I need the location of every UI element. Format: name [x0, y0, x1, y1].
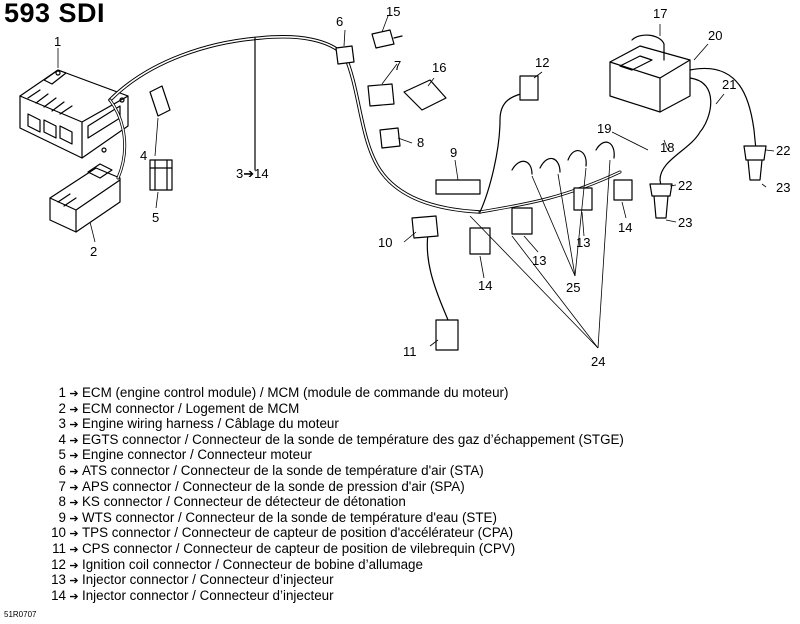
arrow-icon: ➔ [69, 497, 79, 510]
callout-23a: 23 [776, 180, 790, 195]
callout-9: 9 [450, 145, 457, 160]
legend-item: 10➔TPS connector / Connecteur de capteur… [40, 525, 780, 541]
engine-connector-drawing [149, 159, 173, 191]
arrow-icon: ➔ [69, 528, 79, 541]
arrow-icon: ➔ [69, 543, 79, 556]
legend-item-number: 2 [58, 400, 66, 416]
callout-20: 20 [708, 28, 722, 43]
legend-item-text: CPS connector / Connecteur de capteur de… [82, 540, 516, 556]
legend-item: 5➔Engine connector / Connecteur moteur [40, 447, 780, 463]
legend-item: 7➔APS connector / Connecteur de la sonde… [40, 479, 780, 495]
legend-item-number: 9 [58, 509, 66, 525]
legend-item-number: 1 [58, 385, 66, 400]
legend-item-text: ECM connector / Logement de MCM [82, 400, 300, 416]
legend-item: 9➔WTS connector / Connecteur de la sonde… [40, 510, 780, 526]
legend-item-text: Engine connector / Connecteur moteur [82, 447, 313, 463]
callout-21: 21 [722, 77, 736, 92]
arrow-icon: ➔ [69, 403, 79, 416]
callout-19: 19 [597, 121, 611, 136]
legend-item-text: WTS connector / Connecteur de la sonde d… [82, 509, 497, 525]
legend-item-text: Injector connector / Connecteur d’inject… [82, 572, 334, 588]
callout-22b: 22 [678, 178, 692, 193]
parts-legend: 1➔ECM (engine control module) / MCM (mod… [40, 385, 780, 603]
legend-item: 2➔ECM connector / Logement de MCM [40, 401, 780, 417]
legend-item-number: 7 [58, 478, 66, 494]
arrow-icon: ➔ [69, 559, 79, 572]
ecm-module-drawing [19, 69, 129, 159]
callout-5: 5 [152, 210, 159, 225]
reference-code: 51R0707 [4, 610, 37, 619]
legend-item-text: ECM (engine control module) / MCM (modul… [82, 385, 509, 400]
arrow-icon: ➔ [69, 388, 79, 400]
callout-15: 15 [386, 4, 400, 19]
callout-17: 17 [653, 6, 667, 21]
legend-item-text: EGTS connector / Connecteur de la sonde … [82, 431, 624, 447]
callout-12: 12 [535, 55, 549, 70]
callout-24: 24 [591, 354, 605, 369]
wiring-harness-diagram: 1 2 3➔14 4 5 6 7 8 9 10 11 12 13 13 14 1… [19, 4, 790, 369]
callout-13a: 13 [532, 253, 546, 268]
legend-item-text: ATS connector / Connecteur de la sonde d… [82, 462, 484, 478]
legend-item: 14➔Injector connector / Connecteur d’inj… [40, 588, 780, 604]
legend-item: 13➔Injector connector / Connecteur d’inj… [40, 572, 780, 588]
callout-4: 4 [140, 148, 147, 163]
callout-18: 18 [660, 140, 674, 155]
callout-16: 16 [432, 60, 446, 75]
legend-item-text: TPS connector / Connecteur de capteur de… [82, 525, 514, 541]
callout-10: 10 [378, 235, 392, 250]
callout-23b: 23 [678, 215, 692, 230]
callout-11: 11 [403, 344, 417, 359]
callout-3-to-14: 3➔14 [236, 166, 269, 181]
callout-2: 2 [90, 244, 97, 259]
legend-item-number: 3 [58, 416, 66, 432]
callout-25: 25 [566, 280, 580, 295]
arrow-icon: ➔ [69, 481, 79, 494]
engine-wiring-harness-drawing [108, 35, 622, 321]
legend-item-number: 13 [51, 572, 66, 588]
legend-item-text: KS connector / Connecteur de détecteur d… [82, 494, 406, 510]
legend-item-number: 6 [58, 462, 66, 478]
legend-item-number: 8 [58, 494, 66, 510]
legend-item: 6➔ATS connector / Connecteur de la sonde… [40, 463, 780, 479]
arrow-icon: ➔ [69, 512, 79, 525]
legend-item-text: Injector connector / Connecteur d’inject… [82, 587, 334, 603]
legend-item: 3➔Engine wiring harness / Câblage du mot… [40, 416, 780, 432]
legend-item-text: Ignition coil connector / Connecteur de … [82, 556, 423, 572]
legend-item-number: 14 [51, 587, 66, 603]
arrow-icon: ➔ [69, 434, 79, 447]
ecm-connector-drawing [49, 163, 121, 233]
legend-item: 1➔ECM (engine control module) / MCM (mod… [40, 385, 780, 401]
arrow-icon: ➔ [69, 465, 79, 478]
callout-6: 6 [336, 14, 343, 29]
legend-item-number: 4 [58, 431, 66, 447]
callout-8: 8 [417, 135, 424, 150]
callout-14a: 14 [618, 220, 632, 235]
legend-item-number: 10 [51, 525, 66, 541]
legend-item: 12➔Ignition coil connector / Connecteur … [40, 557, 780, 573]
legend-item-text: APS connector / Connecteur de la sonde d… [82, 478, 465, 494]
callout-13b: 13 [576, 235, 590, 250]
callout-14b: 14 [478, 278, 492, 293]
arrow-icon: ➔ [69, 590, 79, 603]
arrow-icon: ➔ [69, 450, 79, 463]
callout-22a: 22 [776, 143, 790, 158]
ignition-coil-drawing [609, 34, 691, 113]
egts-connector-drawing [149, 85, 171, 117]
callout-7: 7 [394, 58, 401, 73]
legend-item: 11➔CPS connector / Connecteur de capteur… [40, 541, 780, 557]
legend-item: 8➔KS connector / Connecteur de détecteur… [40, 494, 780, 510]
arrow-icon: ➔ [69, 419, 79, 432]
legend-item-text: Engine wiring harness / Câblage du moteu… [82, 416, 339, 432]
callout-1: 1 [54, 34, 61, 49]
legend-item-number: 5 [58, 447, 66, 463]
legend-item-number: 11 [52, 540, 66, 556]
arrow-icon: ➔ [69, 575, 79, 588]
diagram-title: 593 SDI [4, 0, 106, 28]
legend-item-number: 12 [51, 556, 66, 572]
legend-item: 4➔EGTS connector / Connecteur de la sond… [40, 432, 780, 448]
